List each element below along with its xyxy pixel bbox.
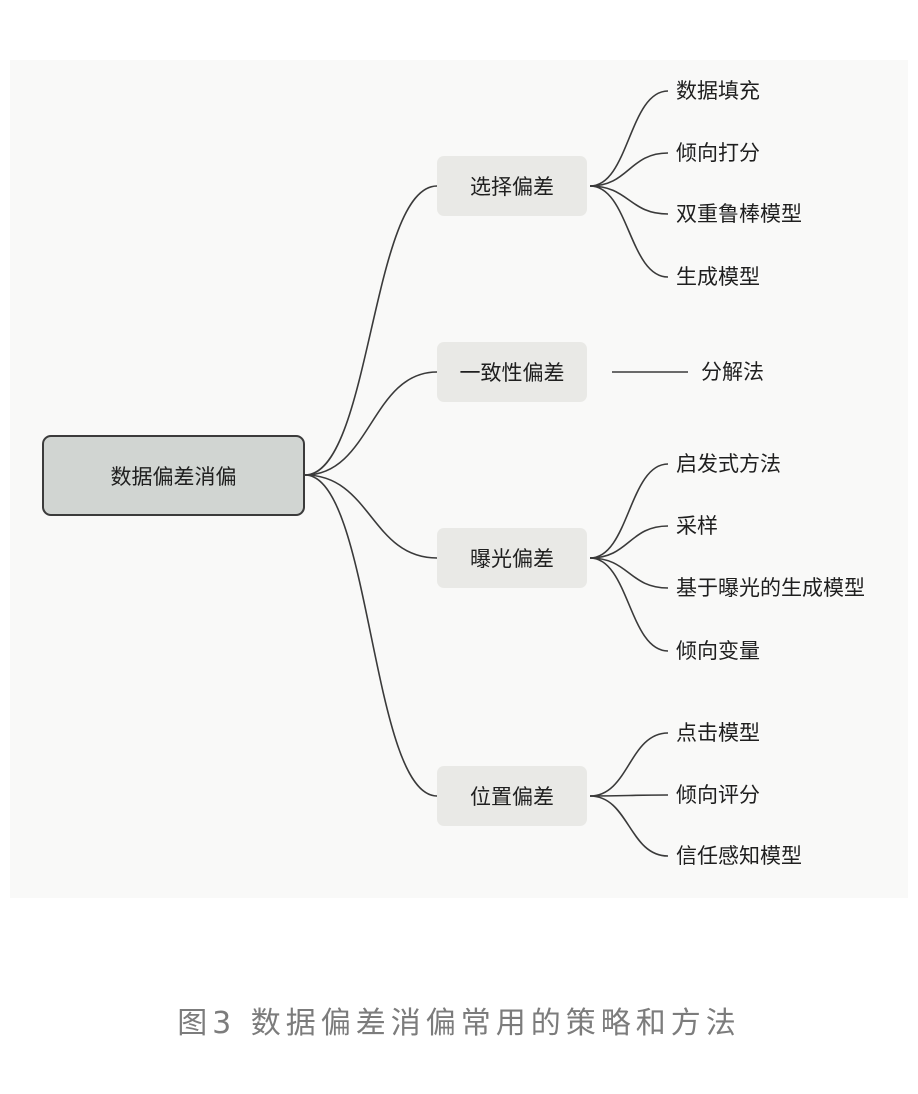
leaf-heuristic-methods: 启发式方法 [676, 452, 781, 476]
leaf-propensity-rating: 倾向评分 [676, 783, 760, 807]
branch-label: 曝光偏差 [470, 547, 554, 571]
root-label: 数据偏差消偏 [110, 464, 237, 489]
branch-node-selection-bias: 选择偏差 [437, 156, 587, 216]
leaf-generative-model: 生成模型 [676, 265, 760, 289]
edge-branch-to-leaf [589, 794, 669, 797]
leaf-propensity-scoring: 倾向打分 [676, 141, 760, 165]
edge-root-to-branch [304, 185, 438, 476]
edge-branch-to-leaf [589, 525, 669, 559]
branch-label: 选择偏差 [470, 175, 554, 199]
edge-branch-to-leaf [589, 557, 669, 652]
edge-root-to-branch [304, 474, 438, 797]
edge-branch-to-leaf [589, 732, 669, 797]
edge-branch-to-leaf [589, 185, 669, 215]
branch-node-position-bias: 位置偏差 [437, 766, 587, 826]
branch-label: 位置偏差 [470, 785, 554, 809]
edge-branch-to-leaf [589, 152, 669, 187]
branch-label: 一致性偏差 [459, 361, 565, 385]
leaf-data-imputation: 数据填充 [676, 79, 760, 103]
leaf-propensity-variable: 倾向变量 [676, 639, 760, 663]
edge-branch-to-leaf [589, 185, 669, 278]
leaf-sampling: 采样 [676, 514, 718, 538]
leaf-trust-aware-model: 信任感知模型 [676, 844, 802, 868]
edge-root-to-branch [304, 474, 438, 559]
figure-caption: 图3 数据偏差消偏常用的策略和方法 [177, 1006, 741, 1041]
edge-branch-to-leaf [589, 557, 669, 589]
root-node: 数据偏差消偏 [42, 435, 305, 516]
branch-node-conformity-bias: 一致性偏差 [437, 342, 587, 402]
edge-branch-to-leaf [589, 463, 669, 559]
branch-node-exposure-bias: 曝光偏差 [437, 528, 587, 588]
edge-root-to-branch [304, 371, 438, 476]
leaf-decomposition: 分解法 [701, 360, 764, 384]
leaf-exposure-generative-model: 基于曝光的生成模型 [676, 576, 865, 600]
leaf-doubly-robust-model: 双重鲁棒模型 [676, 202, 802, 226]
leaf-click-model: 点击模型 [676, 721, 760, 745]
edge-branch-to-leaf [589, 795, 669, 857]
edge-branch-to-leaf [589, 90, 669, 187]
